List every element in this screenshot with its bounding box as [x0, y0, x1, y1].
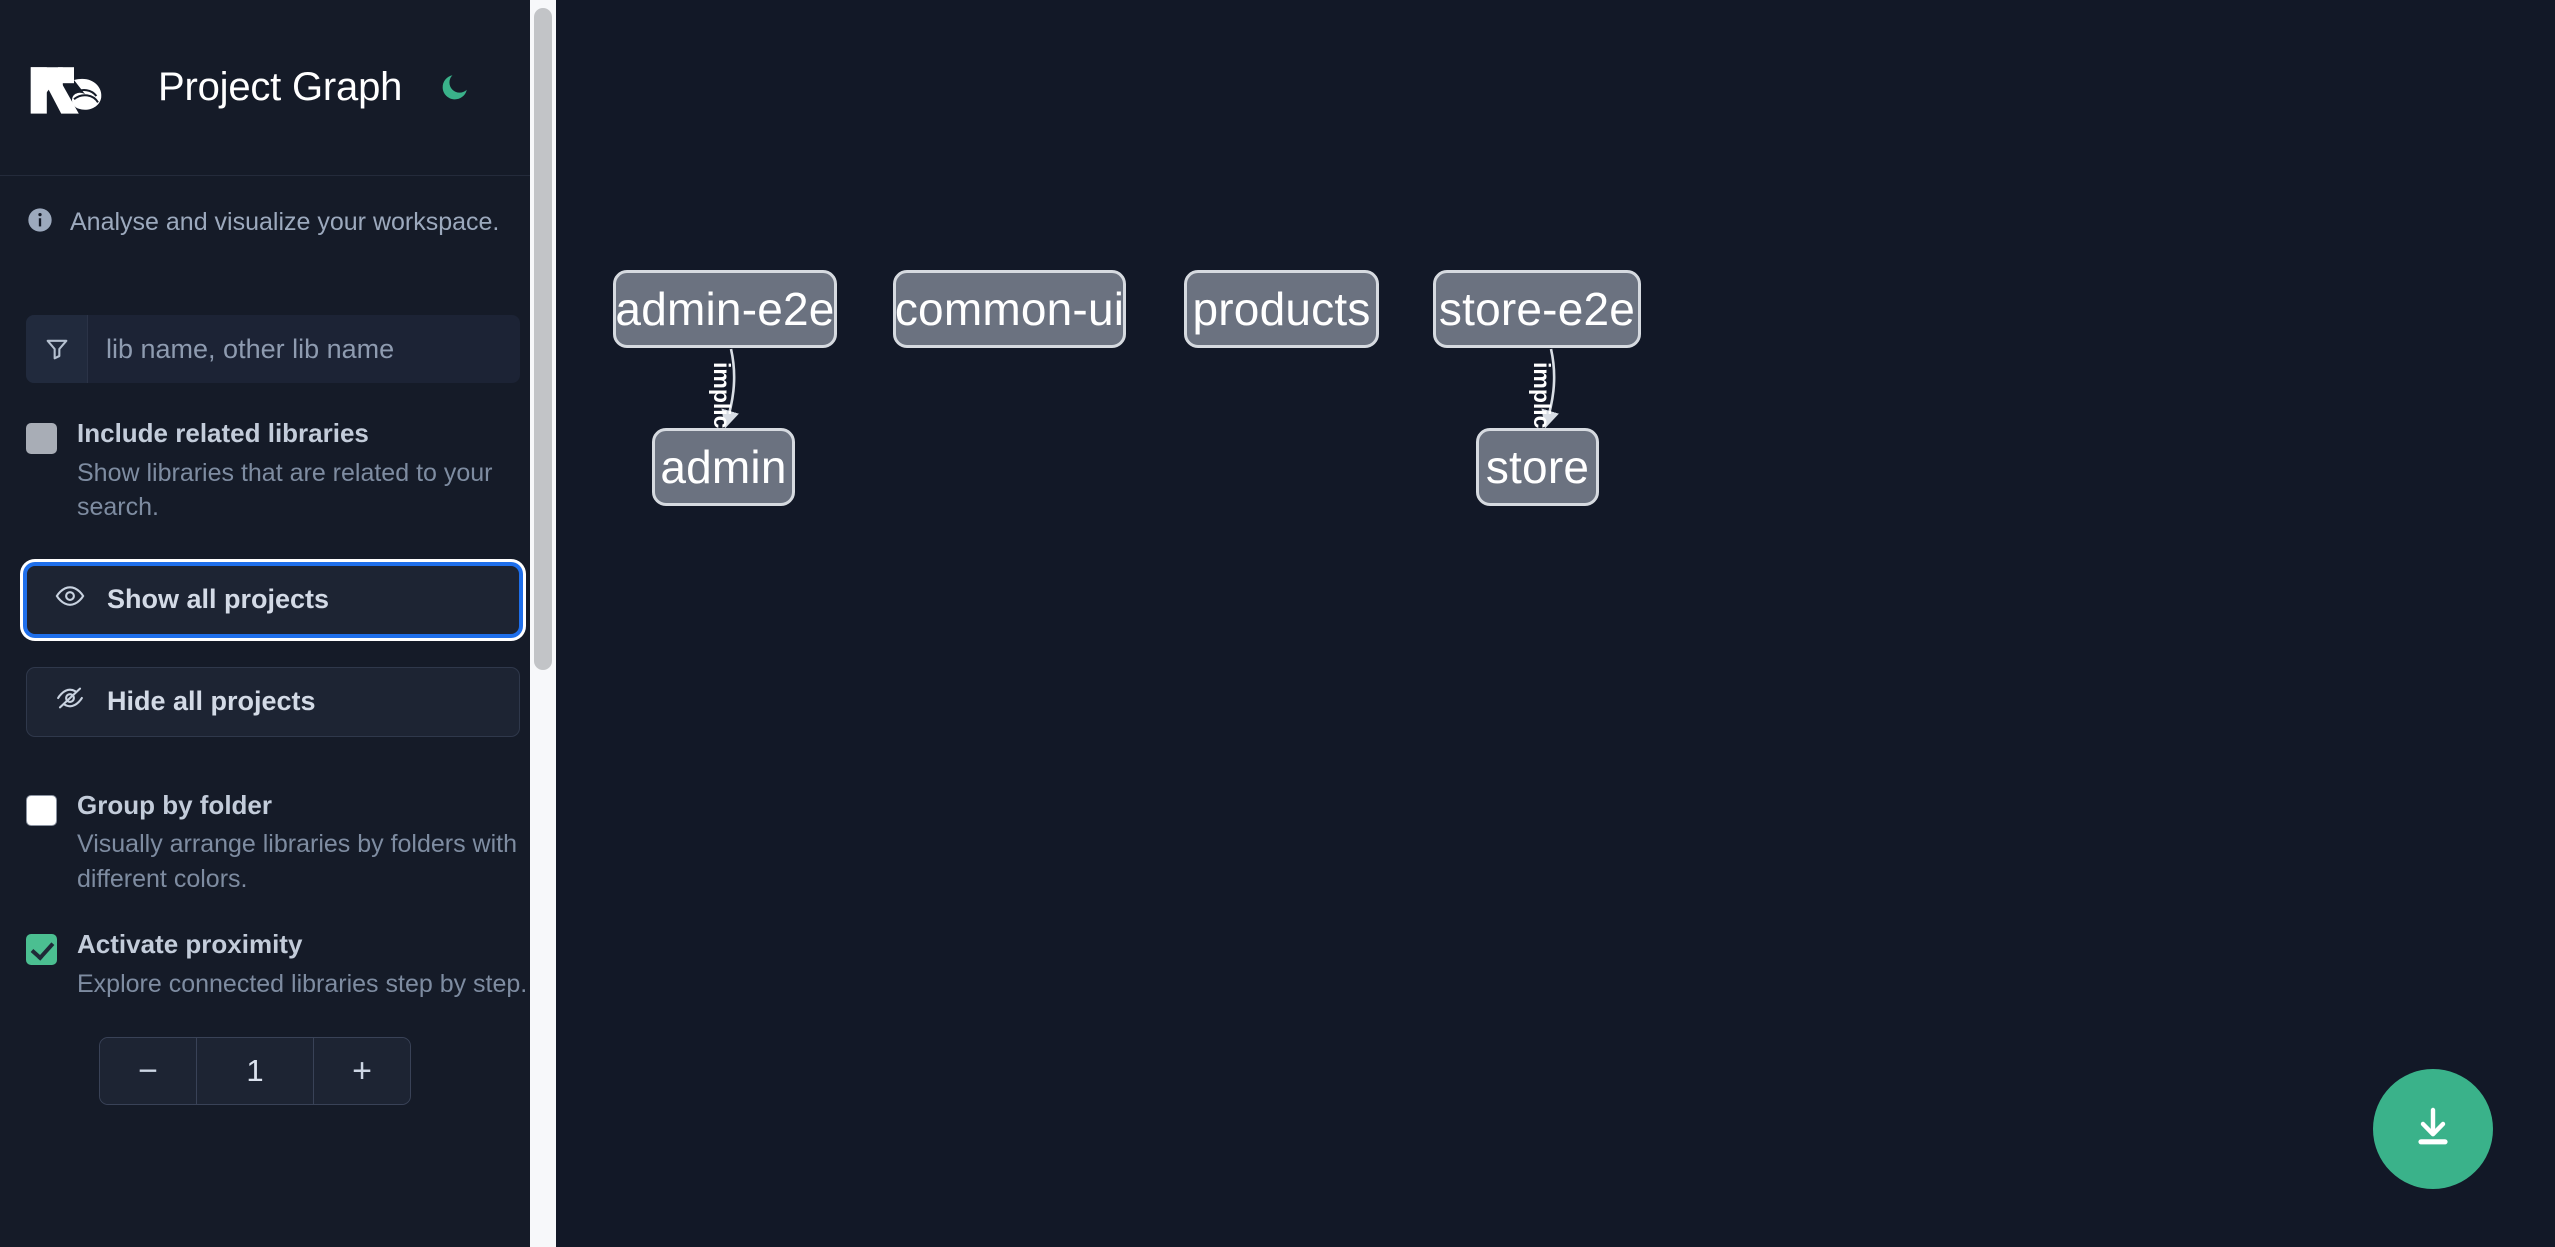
sidebar-header: Project Graph — [0, 0, 556, 176]
info-icon — [26, 206, 54, 239]
moon-icon[interactable] — [434, 68, 474, 108]
search-bar — [26, 315, 520, 383]
graph-node-store[interactable]: store — [1476, 428, 1599, 506]
option-description: Visually arrange libraries by folders wi… — [77, 830, 518, 893]
option-title: Activate proximity — [77, 929, 303, 959]
include-related-libraries-checkbox[interactable] — [26, 423, 57, 454]
sidebar-scrollbar-thumb[interactable] — [534, 8, 552, 670]
workspace-hint: Analyse and visualize your workspace. — [0, 176, 556, 239]
proximity-decrement-button[interactable]: − — [100, 1038, 196, 1104]
option-group-by-folder[interactable]: Group by folder Visually arrange librari… — [0, 737, 556, 897]
proximity-increment-button[interactable]: + — [314, 1038, 410, 1104]
graph-canvas[interactable]: implicit implicit admin-e2e common-ui pr… — [556, 0, 2555, 1247]
graph-node-products[interactable]: products — [1184, 270, 1379, 348]
eye-off-icon — [55, 683, 85, 720]
option-activate-proximity[interactable]: Activate proximity Explore connected lib… — [0, 896, 556, 1001]
option-description: Explore connected libraries step by step… — [77, 969, 528, 998]
graph-node-admin-e2e[interactable]: admin-e2e — [613, 270, 837, 348]
download-graph-button[interactable] — [2373, 1069, 2493, 1189]
activate-proximity-checkbox[interactable] — [26, 934, 57, 965]
option-description: Show libraries that are related to your … — [77, 458, 493, 522]
proximity-value[interactable]: 1 — [196, 1038, 314, 1104]
sidebar-scrollbar[interactable] — [530, 0, 556, 1247]
visibility-buttons: Show all projects Hide all projects — [0, 525, 556, 737]
proximity-stepper-row: − 1 + — [0, 1001, 556, 1105]
graph-node-admin[interactable]: admin — [652, 428, 795, 506]
page-title: Project Graph — [158, 65, 403, 109]
show-all-projects-label: Show all projects — [107, 584, 330, 614]
search-input[interactable] — [88, 315, 520, 383]
hide-all-projects-label: Hide all projects — [107, 686, 316, 716]
proximity-stepper: − 1 + — [99, 1037, 411, 1105]
download-icon — [2409, 1103, 2457, 1156]
option-include-related-libraries[interactable]: Include related libraries Show libraries… — [0, 383, 556, 525]
filter-icon[interactable] — [26, 315, 88, 383]
option-title: Group by folder — [77, 789, 272, 820]
option-title: Include related libraries — [77, 418, 369, 448]
workspace-hint-text: Analyse and visualize your workspace. — [70, 208, 500, 236]
show-all-projects-button[interactable]: Show all projects — [26, 564, 520, 635]
graph-edges — [721, 348, 1559, 429]
nx-logo-icon — [26, 55, 122, 121]
eye-icon — [55, 581, 85, 618]
group-by-folder-checkbox[interactable] — [26, 794, 57, 826]
hide-all-projects-button[interactable]: Hide all projects — [26, 666, 520, 737]
sidebar: Project Graph Analyse and visualize your… — [0, 0, 556, 1247]
graph-node-store-e2e[interactable]: store-e2e — [1433, 270, 1641, 348]
graph-node-common-ui[interactable]: common-ui — [893, 270, 1126, 348]
